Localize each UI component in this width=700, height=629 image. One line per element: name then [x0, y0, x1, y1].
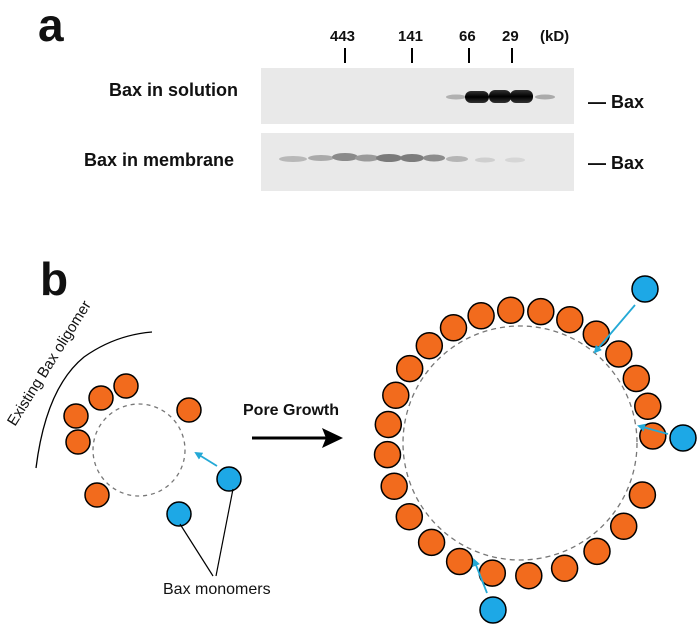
marker-141: 141 [398, 28, 424, 45]
band-membrane-2 [308, 155, 334, 161]
pore-growth-arrow-head [322, 428, 343, 448]
bax-subunit-large-22 [445, 547, 474, 576]
pointer-line-1 [179, 523, 214, 577]
bax-subunit-small-3 [88, 385, 114, 411]
band-solution-faint-left [446, 94, 466, 100]
bax-subunit-small-5 [176, 397, 202, 423]
bax-subunit-large-24 [395, 502, 424, 531]
band-solution-3 [510, 90, 533, 103]
band-membrane-7 [423, 154, 445, 162]
row-label-membrane: Bax in membrane [84, 150, 235, 170]
pointer-line-2 [215, 488, 234, 577]
bax-monomer-large-1 [631, 275, 659, 303]
bax-subunit-large-7 [467, 302, 495, 330]
band-membrane-8 [446, 156, 468, 162]
marker-66: 66 [459, 28, 476, 45]
blot-membrane [261, 133, 574, 191]
bax-subunit-large-15 [639, 422, 667, 450]
marker-29: 29 [502, 28, 519, 45]
band-membrane-4 [355, 154, 379, 162]
band-membrane-1 [279, 156, 307, 162]
band-membrane-10 [505, 157, 525, 163]
marker-443: 443 [330, 28, 356, 45]
bax-subunit-large-18 [583, 537, 611, 566]
band-solution-2 [489, 90, 511, 103]
bax-subunit-large-16 [628, 481, 657, 509]
bax-subunit-large-9 [527, 297, 555, 326]
marker-ticks [344, 48, 513, 63]
large-pore-outline [402, 325, 638, 561]
bax-subunit-large-13 [622, 364, 651, 393]
bax-monomers-label: Bax monomers [163, 581, 271, 598]
bax-subunit-large-5 [415, 331, 444, 360]
bax-subunit-large-14 [634, 392, 662, 421]
band-membrane-3 [332, 153, 358, 161]
recruit-arrow-large-3 [472, 558, 488, 594]
band-membrane-5 [376, 154, 402, 162]
band-solution-1 [465, 91, 489, 103]
bands-solution [446, 90, 555, 103]
bax-subunit-large-8 [496, 296, 525, 325]
bax-subunit-large-1 [373, 440, 402, 469]
recruit-arrow-large-2 [637, 423, 669, 435]
bax-subunit-large-2 [374, 410, 403, 439]
bax-subunit-large-17 [609, 512, 638, 541]
bax-monomer-small-1 [216, 466, 242, 492]
bax-subunit-large-4 [395, 354, 424, 383]
bands-membrane [279, 153, 525, 163]
bax-subunit-small-2 [63, 403, 89, 429]
marker-unit: (kD) [540, 28, 570, 45]
bax-monomer-large-2 [669, 424, 697, 452]
bax-subunit-small-1 [65, 429, 91, 455]
small-pore-outline [92, 403, 186, 497]
row-label-solution: Bax in solution [109, 80, 239, 100]
bax-subunit-large-12 [605, 340, 633, 368]
bax-monomer-small-2 [166, 501, 192, 527]
small-pore-oligomer [63, 373, 202, 508]
bax-subunit-large-19 [550, 554, 579, 583]
bax-subunit-large-3 [382, 381, 410, 410]
bax-monomer-large-3 [479, 596, 507, 624]
bax-subunit-large-11 [582, 320, 611, 348]
band-label-membrane: — Bax [588, 153, 645, 173]
band-solution-faint-right [535, 94, 555, 100]
oligomer-bracket [35, 331, 153, 469]
bax-subunit-large-23 [417, 528, 446, 557]
band-membrane-9 [475, 157, 495, 163]
recruit-arrow-large-1 [593, 304, 636, 354]
large-pore-oligomer [373, 296, 667, 590]
panel-b-letter: b [40, 253, 69, 305]
panel-a-letter: a [38, 0, 64, 51]
pore-growth-label: Pore Growth [243, 402, 340, 419]
bax-subunit-large-6 [439, 314, 468, 342]
bax-subunit-large-10 [556, 305, 584, 334]
bax-subunit-large-20 [515, 561, 543, 590]
bax-subunit-small-6 [84, 482, 110, 508]
band-membrane-6 [400, 154, 424, 162]
band-label-solution: — Bax [588, 92, 645, 112]
bax-subunit-small-4 [113, 373, 139, 399]
bax-subunit-large-25 [380, 472, 408, 501]
recruit-arrow-small [194, 451, 218, 467]
